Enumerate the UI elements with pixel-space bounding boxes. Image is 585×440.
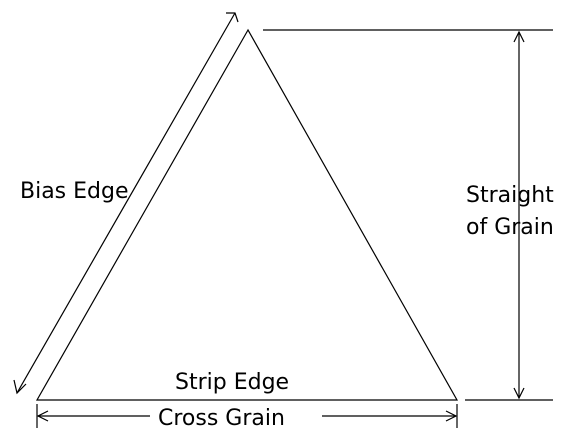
cross-grain-label: Cross Grain (158, 406, 285, 431)
bias-edge-label: Bias Edge (20, 179, 129, 204)
straight-grain-label-line2: of Grain (466, 215, 554, 240)
bias-edge-arrowhead-bottom (13, 379, 27, 395)
bias-edge-arrowhead-top (226, 12, 239, 23)
cross-grain-dimension (36, 404, 458, 428)
bias-edge-line (16, 12, 236, 394)
bias-edge-dimension (13, 12, 239, 395)
triangle-shape (35, 28, 459, 401)
straight-grain-arrowhead-top (513, 30, 525, 43)
straight-grain-dimension (263, 29, 553, 401)
strip-edge-label: Strip Edge (175, 370, 289, 395)
cross-grain-arrowhead-right (445, 410, 458, 422)
straight-grain-label-line1: Straight (466, 183, 554, 208)
cross-grain-arrowhead-left (36, 410, 49, 422)
straight-grain-arrowhead-bottom (513, 387, 525, 400)
